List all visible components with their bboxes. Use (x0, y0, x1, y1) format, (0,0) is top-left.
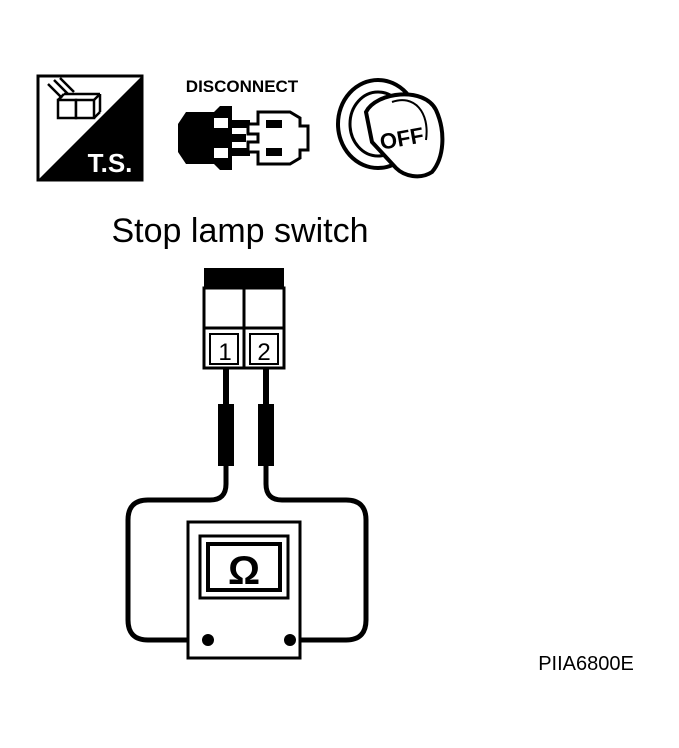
meter-terminal-left (202, 634, 214, 646)
ignition-key-off-icon: OFF (336, 78, 445, 179)
ts-label: T.S. (88, 148, 133, 178)
probe-leads (125, 368, 369, 643)
figure-id: PIIA6800E (538, 653, 634, 675)
disconnect-label: DISCONNECT (186, 77, 299, 96)
component-title: Stop lamp switch (112, 212, 369, 250)
ts-connector-icon: T.S. (36, 74, 144, 182)
terminal-1-label: 1 (218, 339, 231, 366)
disconnect-connector-icon: DISCONNECT (178, 77, 310, 170)
ohm-symbol: Ω (228, 549, 260, 593)
terminal-2-label: 2 (257, 339, 270, 366)
stop-lamp-switch-connector: 1 2 (202, 268, 286, 370)
ohmmeter-icon: Ω (186, 520, 302, 660)
meter-terminal-right (284, 634, 296, 646)
